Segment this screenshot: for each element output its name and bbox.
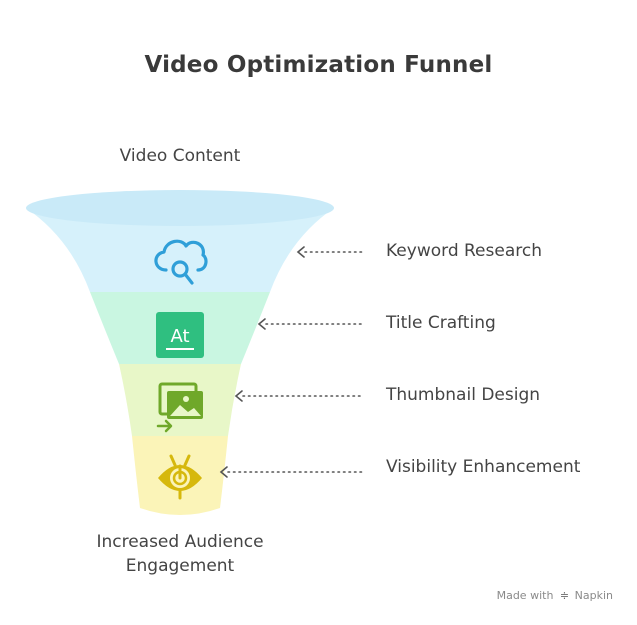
stage-label-title-crafting: Title Crafting bbox=[386, 313, 496, 333]
funnel-output-label-line1: Increased Audience bbox=[96, 532, 264, 552]
stage-label-visibility-enhancement: Visibility Enhancement bbox=[386, 457, 581, 477]
funnel-stage-keyword-research bbox=[26, 208, 334, 292]
connector-visibility-enhancement bbox=[219, 466, 363, 478]
connector-thumbnail-design bbox=[234, 390, 363, 402]
stage-label-thumbnail-design: Thumbnail Design bbox=[386, 385, 541, 405]
napkin-logo-icon: ≑ bbox=[559, 589, 570, 602]
funnel-input-label: Video Content bbox=[119, 146, 241, 166]
watermark-prefix: Made with bbox=[496, 589, 554, 602]
funnel-rim bbox=[26, 190, 334, 226]
napkin-watermark[interactable]: Made with ≑ Napkin bbox=[497, 589, 613, 602]
funnel-output-label: Increased Audience Engagement bbox=[60, 530, 300, 578]
image-gallery-icon bbox=[156, 382, 203, 433]
connector-title-crafting bbox=[257, 318, 363, 330]
watermark-brand: Napkin bbox=[574, 589, 613, 602]
funnel-output-label-line2: Engagement bbox=[125, 556, 235, 576]
stage-label-keyword-research: Keyword Research bbox=[386, 241, 542, 261]
diagram-title: Video Optimization Funnel bbox=[144, 52, 493, 78]
text-at-icon: At bbox=[156, 312, 204, 358]
cloud-search-icon bbox=[154, 239, 208, 285]
eye-target-icon bbox=[158, 454, 202, 500]
text-at-glyph: At bbox=[170, 326, 189, 347]
connector-keyword-research bbox=[296, 246, 363, 258]
